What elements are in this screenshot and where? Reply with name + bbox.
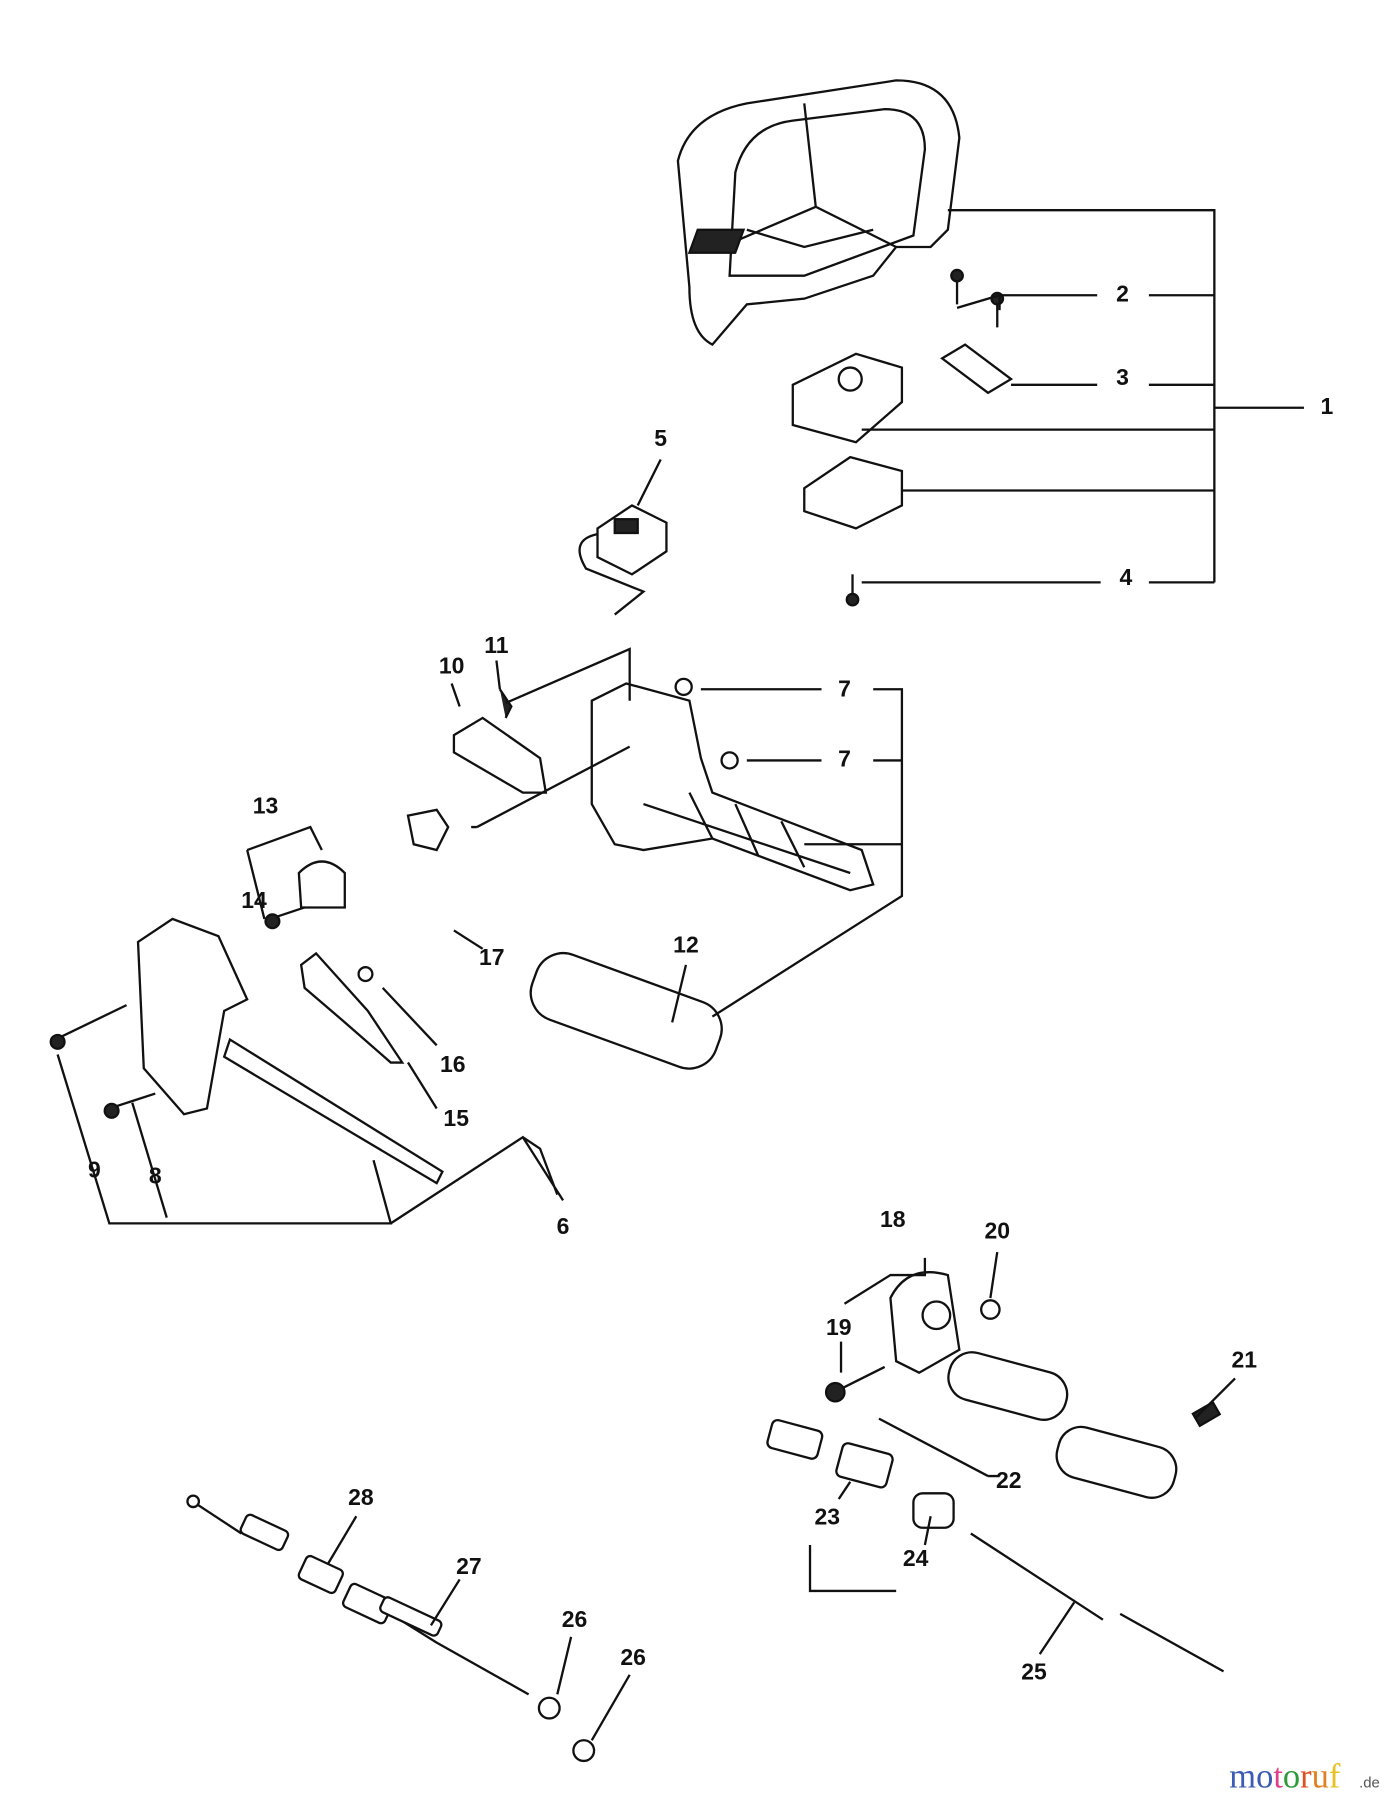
part-label-17: 17 — [479, 944, 505, 970]
watermark-letter: o — [1256, 1757, 1273, 1795]
part-label-15: 15 — [443, 1105, 469, 1131]
part-label-2: 2 — [1116, 280, 1129, 306]
part-label-6: 6 — [557, 1213, 570, 1239]
part-label-1: 1 — [1321, 393, 1334, 419]
part-label-10: 10 — [439, 652, 465, 678]
watermark-suffix: .de — [1359, 1774, 1380, 1791]
part-label-21: 21 — [1231, 1346, 1257, 1372]
part-label-18: 18 — [880, 1206, 906, 1232]
part-rear-handle — [406, 677, 875, 1070]
part-label-25: 25 — [1021, 1659, 1047, 1685]
part-label-11: 11 — [484, 632, 509, 658]
part-label-19: 19 — [826, 1314, 852, 1340]
part-label-13: 13 — [253, 793, 279, 819]
part-label-5: 5 — [654, 425, 667, 451]
part-throttle-housing — [49, 860, 444, 1185]
part-front-handle — [676, 79, 1014, 607]
part-label-9: 9 — [88, 1157, 101, 1183]
part-label-28: 28 — [348, 1484, 374, 1510]
part-label-22: 22 — [996, 1467, 1022, 1493]
watermark-letter: r — [1300, 1757, 1312, 1795]
part-label-16: 16 — [440, 1051, 466, 1077]
part-label-7a: 7 — [838, 675, 851, 701]
part-label-7b: 7 — [838, 745, 851, 771]
watermark-letter: f — [1329, 1757, 1341, 1795]
part-label-12: 12 — [673, 932, 699, 958]
watermark-letter: t — [1273, 1757, 1283, 1795]
part-label-27: 27 — [456, 1553, 482, 1579]
part-throttle-cable — [186, 1494, 596, 1763]
part-label-24: 24 — [903, 1545, 929, 1571]
part-label-26b: 26 — [620, 1644, 646, 1670]
part-shaft-assembly — [766, 1271, 1225, 1673]
part-label-8: 8 — [149, 1162, 162, 1188]
watermark-letter: m — [1229, 1757, 1256, 1795]
part-label-14: 14 — [241, 887, 267, 913]
part-label-23: 23 — [814, 1504, 840, 1530]
watermark-letter: u — [1312, 1757, 1329, 1795]
watermark-logo: motoruf .de — [1229, 1757, 1380, 1795]
watermark-letter: o — [1283, 1757, 1300, 1795]
part-label-26a: 26 — [562, 1606, 588, 1632]
part-label-4: 4 — [1120, 564, 1133, 590]
part-label-20: 20 — [984, 1218, 1010, 1244]
part-switch — [578, 458, 668, 616]
svg-text:motoruf: motoruf — [1229, 1757, 1341, 1795]
part-label-3: 3 — [1116, 364, 1129, 390]
